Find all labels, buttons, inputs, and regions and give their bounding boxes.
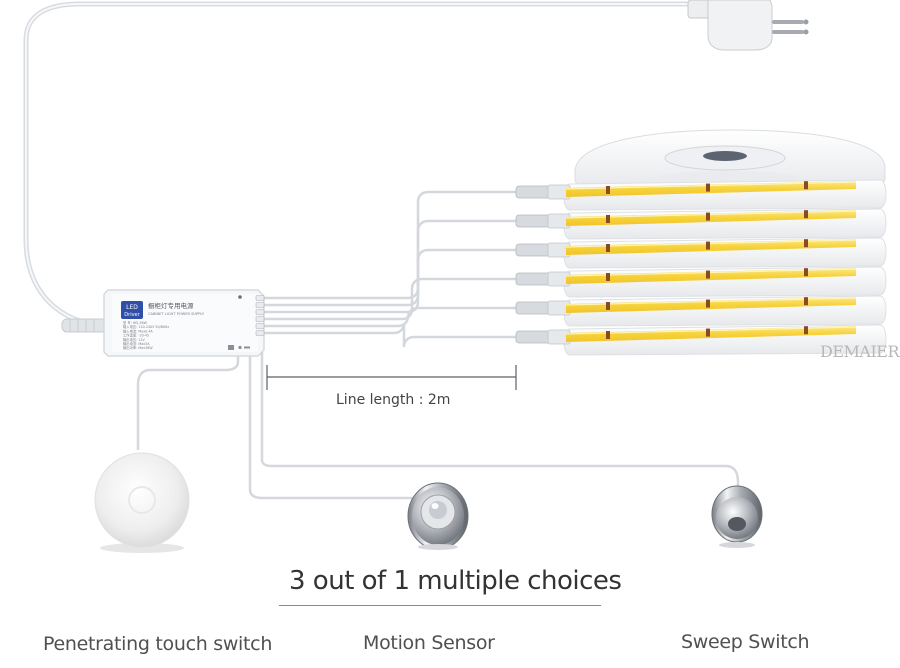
copper-pad	[706, 299, 710, 308]
touch-switch-cable	[136, 352, 240, 450]
led-strip	[566, 210, 856, 226]
driver-badge-top: LED	[126, 304, 138, 311]
output-port	[255, 302, 265, 308]
output-wire	[264, 219, 518, 307]
copper-pad	[606, 214, 610, 223]
copper-pad	[606, 185, 610, 194]
led-strip	[566, 239, 856, 255]
driver-subtitle: CABINET LIGHT POWER SUPPLY	[148, 312, 205, 316]
led-strip	[566, 297, 856, 313]
output-port	[255, 316, 265, 322]
output-wire	[264, 322, 518, 348]
copper-pad	[706, 328, 710, 337]
led-strip	[566, 268, 856, 284]
strip-connectors	[515, 184, 571, 345]
led-strip	[566, 181, 856, 197]
copper-pad	[606, 301, 610, 310]
caption-motion-sensor: Motion Sensor	[363, 632, 495, 654]
motion-sensor-icon	[407, 482, 469, 550]
eu-plug-icon	[687, 0, 809, 51]
output-port	[255, 295, 265, 301]
strain-relief	[61, 318, 109, 333]
copper-pad	[804, 239, 808, 248]
driver-spec-line: 输出功率: Max36W	[123, 345, 153, 350]
copper-pad	[706, 241, 710, 250]
copper-pad	[706, 183, 710, 192]
driver-badge-bottom: Driver	[124, 312, 140, 318]
output-port	[255, 323, 265, 329]
driver-output-ports	[255, 295, 265, 336]
copper-pad	[804, 181, 808, 190]
copper-pad	[804, 268, 808, 277]
copper-pad	[706, 212, 710, 221]
touch-switch-icon	[94, 452, 190, 553]
brand-watermark: DEMAIER	[820, 342, 900, 361]
output-wire	[264, 248, 518, 314]
sweep-switch-cable	[260, 352, 740, 492]
driver-spec-line: 输入电压: 110-240V 50/60Hz	[123, 324, 169, 329]
driver-spec-line: 输出电流: Max3A	[123, 341, 150, 346]
copper-pad	[804, 326, 808, 335]
driver-spec-line: 输入电流: Max0.4A	[123, 328, 153, 333]
copper-pad	[606, 272, 610, 281]
output-port	[255, 309, 265, 315]
motion-sensor-cable	[248, 352, 420, 500]
driver-symbols-icon	[228, 345, 250, 350]
copper-pad	[706, 270, 710, 279]
driver-spec-line: 输出电压: 12V	[123, 337, 146, 342]
led-strips	[565, 181, 857, 342]
driver-spec-line: 型 号: HEJ-36W	[123, 320, 148, 325]
output-wire	[264, 306, 518, 328]
output-wire	[264, 277, 518, 321]
led-strip	[566, 326, 856, 342]
sweep-switch-icon	[711, 485, 763, 548]
copper-pad	[606, 330, 610, 339]
line-length-label: Line length : 2m	[336, 392, 451, 408]
copper-pad	[804, 297, 808, 306]
choices-title: 3 out of 1 multiple choices	[289, 566, 622, 596]
output-wire	[264, 190, 518, 300]
caption-touch-switch: Penetrating touch switch	[43, 633, 273, 655]
line-length-dimension	[266, 365, 517, 390]
output-port	[255, 330, 265, 336]
driver-title: 橱柜灯专用电源	[148, 301, 194, 310]
caption-sweep-switch: Sweep Switch	[681, 631, 810, 653]
led-driver-box: LED Driver 橱柜灯专用电源 CABINET LIGHT POWER S…	[103, 289, 265, 357]
choices-underline	[279, 605, 601, 606]
copper-pad	[606, 243, 610, 252]
output-wires	[264, 190, 518, 348]
driver-spec-line: 工作温度: -20-45	[123, 333, 149, 338]
driver-badge-icon	[121, 301, 143, 319]
copper-pad	[804, 210, 808, 219]
